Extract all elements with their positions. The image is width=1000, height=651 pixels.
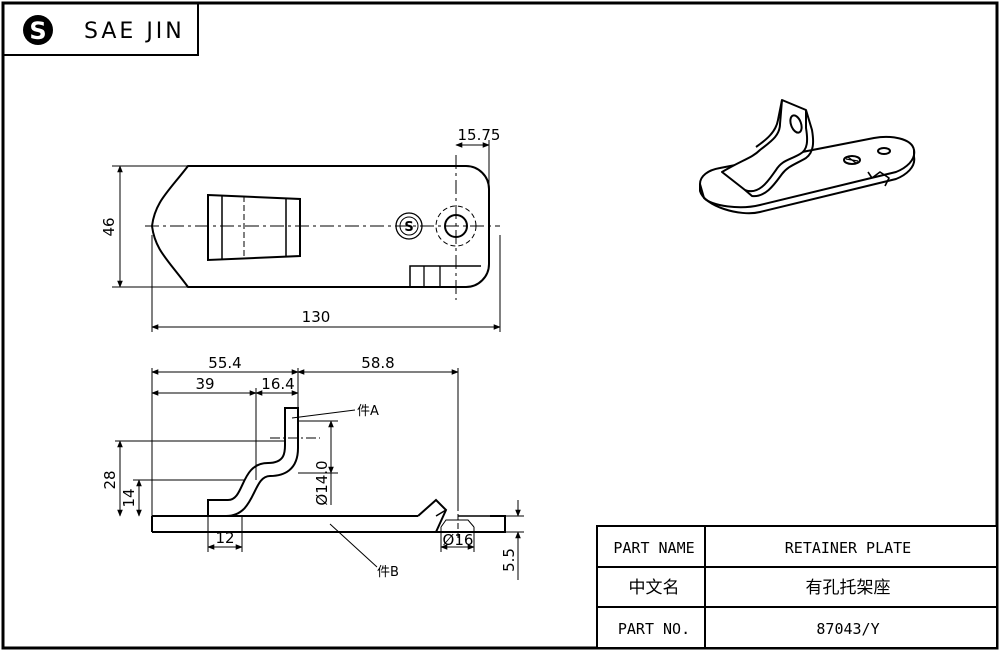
chinese-name-value: 有孔托架座 — [806, 578, 891, 598]
svg-text:S: S — [404, 220, 413, 235]
front-view: 55.4 58.8 39 16.4 Ø14.0 28 14 12 Ø16 — [101, 354, 524, 580]
label-part-b: 件B — [377, 565, 399, 580]
plate-outline — [150, 165, 490, 288]
title-block: PART NAME RETAINER PLATE 中文名 有孔托架座 PART … — [596, 525, 998, 649]
chinese-name-label: 中文名 — [629, 578, 680, 598]
bent-strip-profile — [207, 407, 299, 517]
part-name-label: PART NAME — [613, 539, 694, 557]
svg-text:S: S — [29, 17, 46, 45]
slot-outline — [409, 265, 481, 287]
part-name-value: RETAINER PLATE — [785, 539, 911, 557]
dim-39: 39 — [195, 375, 214, 393]
iso-stamp-icon — [843, 155, 861, 165]
dim-14: 14 — [120, 488, 138, 507]
dim-28: 28 — [101, 470, 119, 489]
part-no-label: PART NO. — [618, 620, 690, 638]
part-no-value: 87043/Y — [816, 620, 879, 638]
bent-tab-outline — [207, 193, 301, 262]
dim-dia16: Ø16 — [443, 531, 474, 549]
brand-name: SAE JIN — [84, 19, 185, 44]
label-part-a: 件A — [357, 404, 379, 419]
dim-total-left: 55.4 — [208, 354, 241, 372]
base-plate-profile — [151, 498, 506, 540]
dim-5-5: 5.5 — [500, 548, 518, 572]
isometric-view — [699, 99, 916, 215]
top-view: S 130 46 15.75 — [100, 126, 501, 332]
dim-total-right: 58.8 — [361, 354, 394, 372]
mounting-hole — [444, 214, 468, 238]
dim-dia14: Ø14.0 — [313, 460, 331, 505]
brand-box: S SAE JIN — [3, 3, 199, 56]
dim-16-4: 16.4 — [261, 375, 294, 393]
dim-12: 12 — [215, 529, 234, 547]
stamp-logo-icon: S — [395, 212, 423, 240]
dim-height: 46 — [100, 217, 118, 236]
dim-width: 130 — [302, 308, 331, 326]
sae-jin-logo-icon: S — [23, 15, 53, 45]
dim-hole-offset: 15.75 — [458, 126, 501, 144]
